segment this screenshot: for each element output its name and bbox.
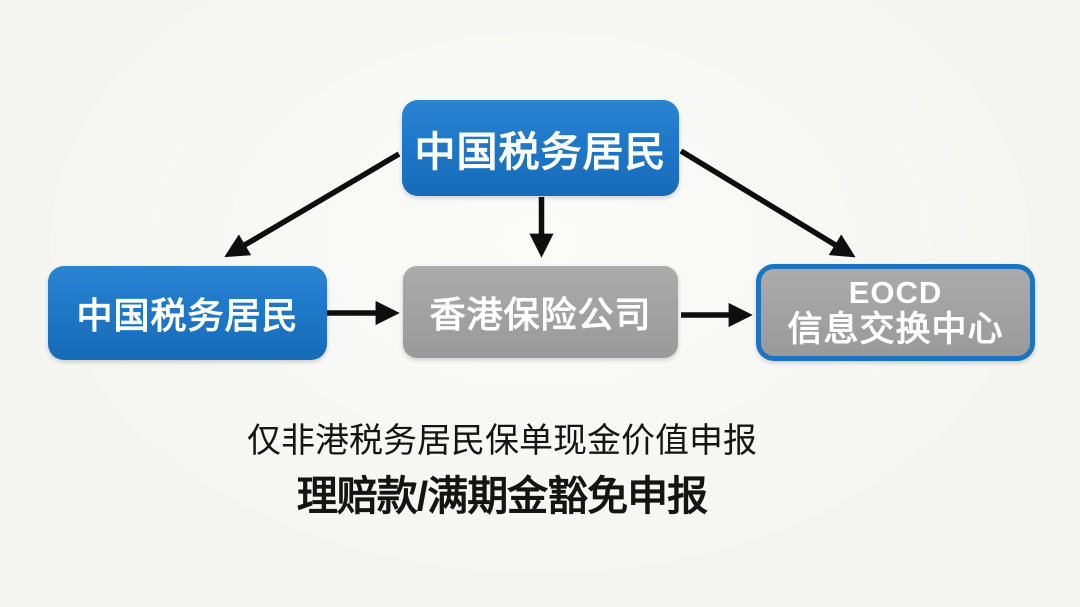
node-eocd-info-exchange-center: EOCD 信息交换中心 — [756, 264, 1035, 361]
caption-cash-value-declaration-note: 仅非港税务居民保单现金价值申报 — [247, 422, 757, 460]
node-eocd-label-line1: EOCD — [848, 274, 943, 310]
node-china-tax-resident-source: 中国税务居民 — [402, 100, 679, 196]
node-hk-insurance-company: 香港保险公司 — [403, 266, 678, 358]
node-hk-insurance-company-label: 香港保险公司 — [429, 294, 652, 335]
node-eocd-label-line2: 信息交换中心 — [787, 310, 1004, 350]
node-china-tax-resident-label: 中国税务居民 — [76, 295, 299, 336]
arrow-top-to-right-icon — [679, 148, 856, 258]
node-china-tax-resident-source-label: 中国税务居民 — [414, 129, 667, 175]
arrow-top-to-left-icon — [224, 151, 401, 258]
caption-exemption-note: 理赔款/满期金豁免申报 — [296, 473, 708, 519]
node-china-tax-resident: 中国税务居民 — [48, 266, 327, 360]
caption-block: 仅非港税务居民保单现金价值申报 理赔款/满期金豁免申报 — [0, 418, 1004, 522]
